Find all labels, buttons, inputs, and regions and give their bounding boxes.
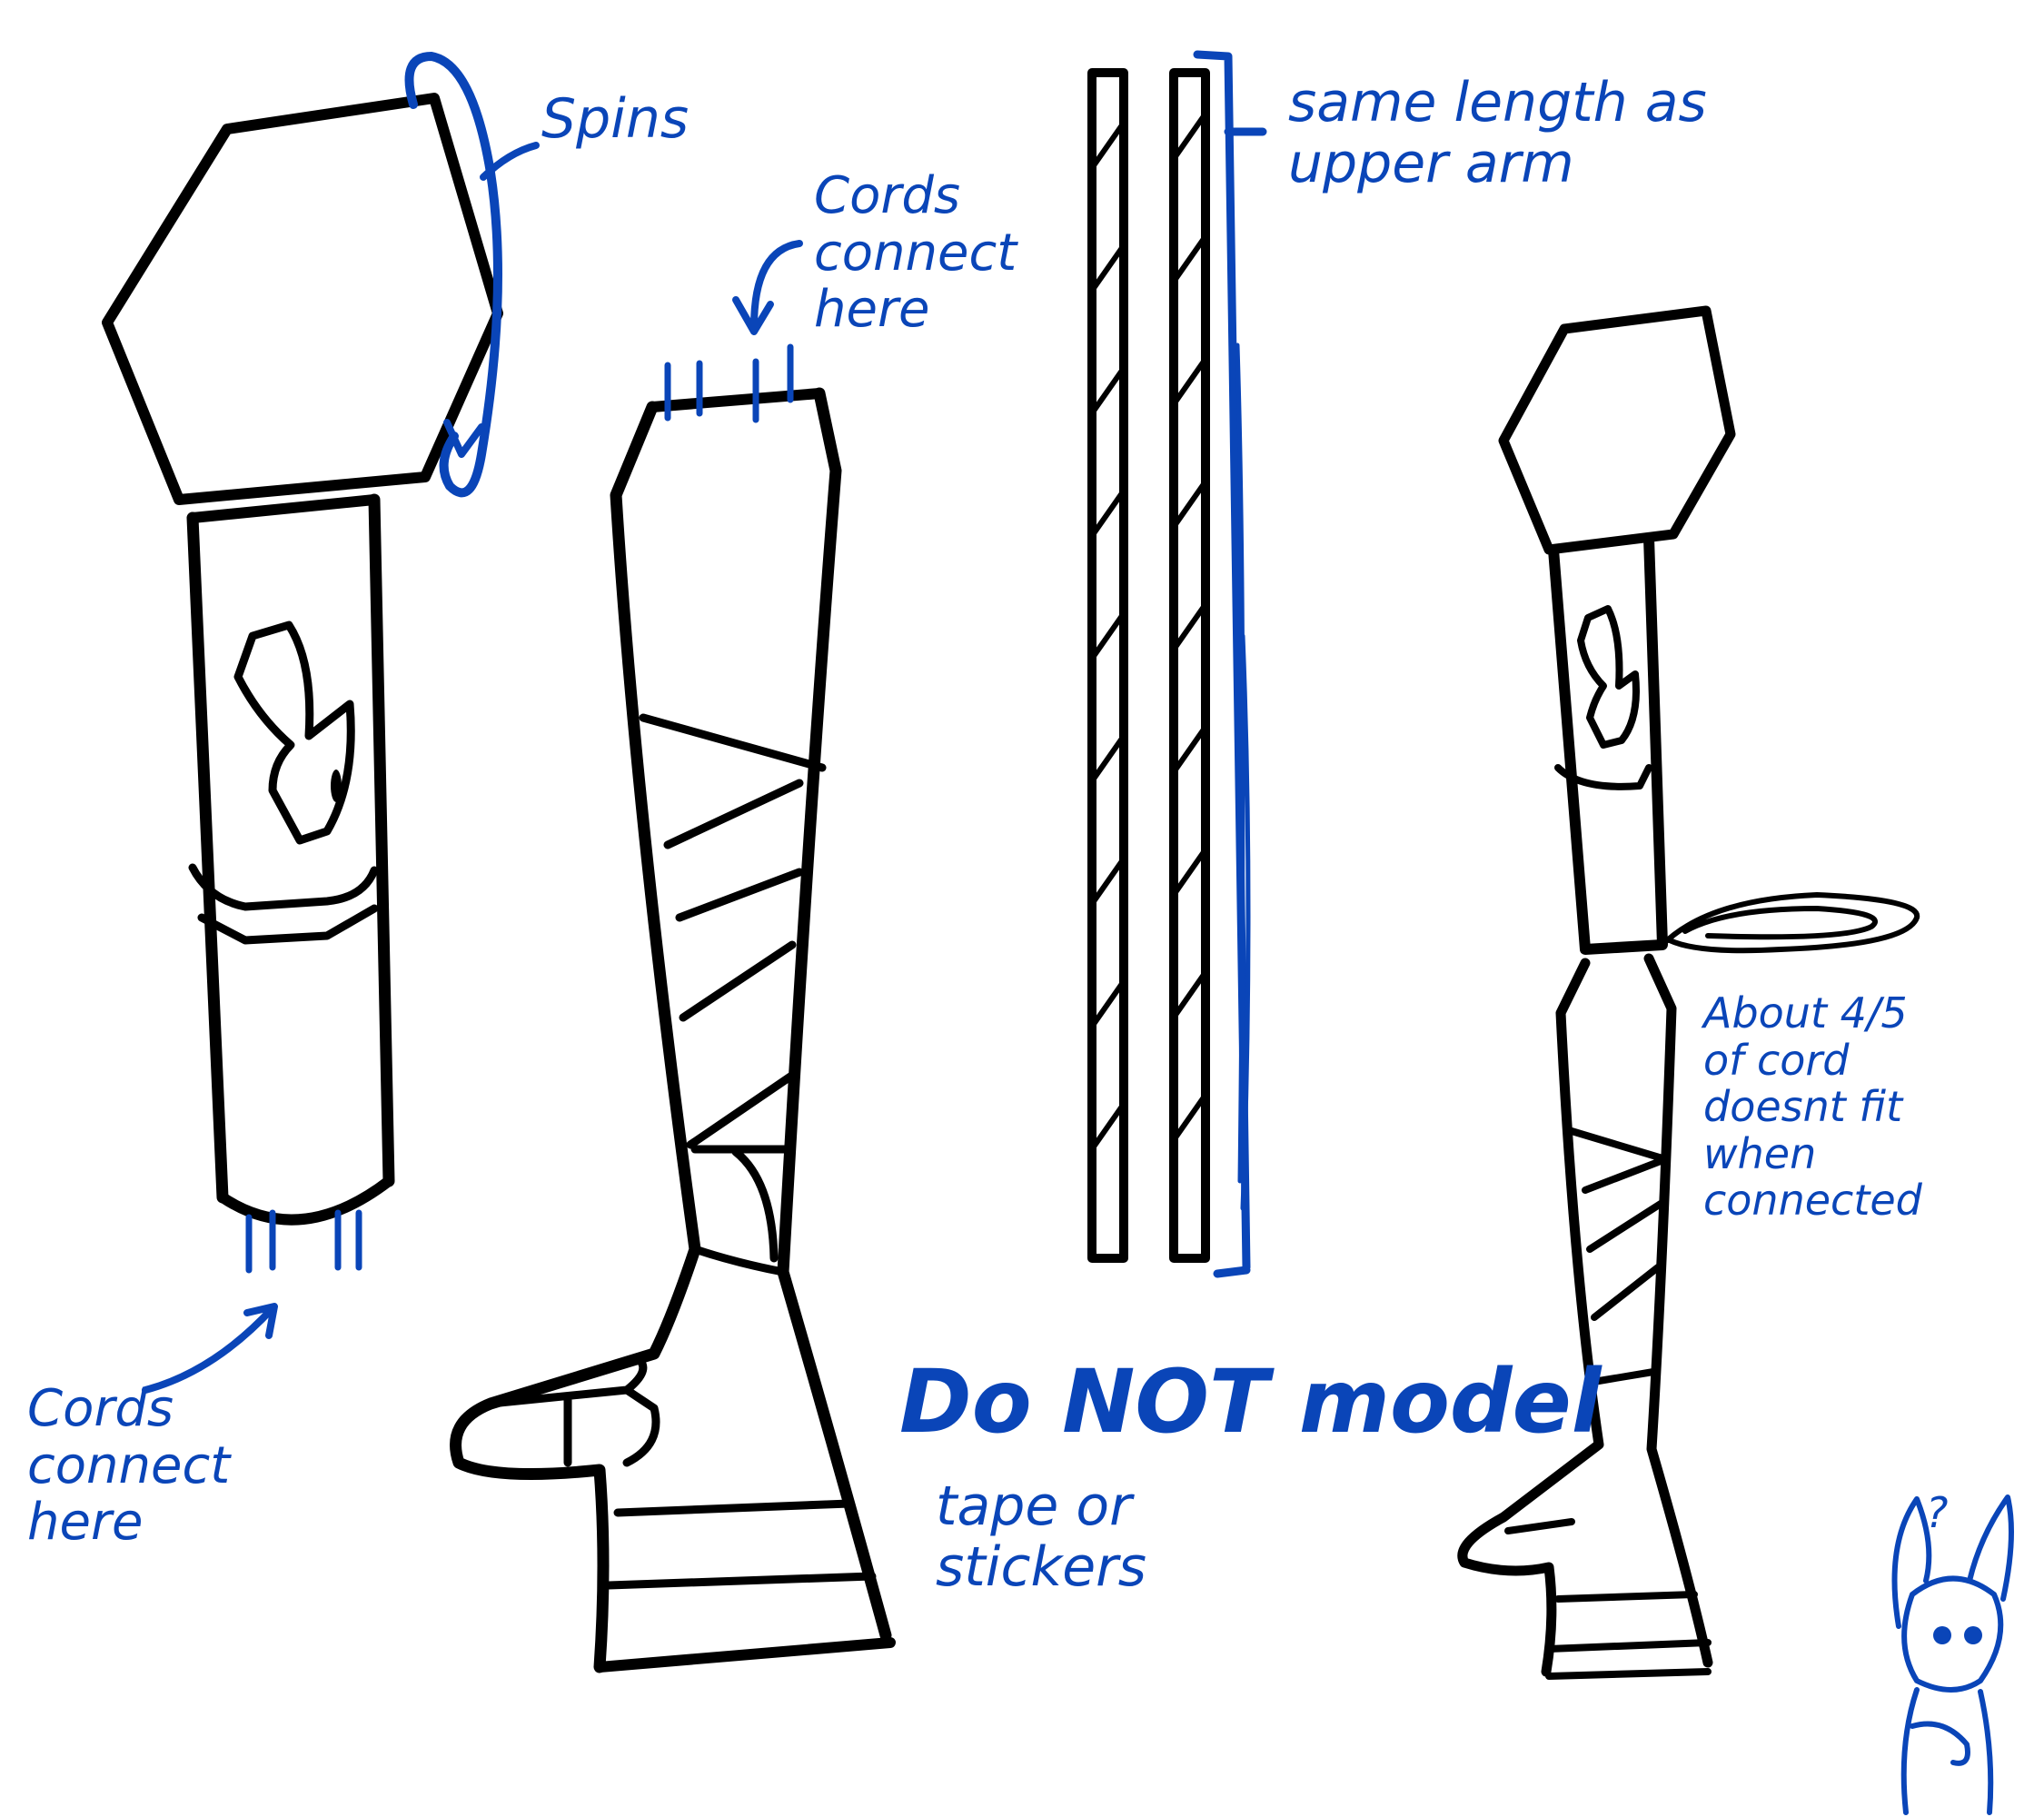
- character-eye-left: [1933, 1626, 1951, 1644]
- lower-arm-outline-left: [456, 407, 695, 1667]
- lower-arm-top: [652, 393, 819, 407]
- upper-arm-shaft-top: [193, 500, 374, 518]
- same-length-label: same length as upper arm: [1288, 73, 1707, 194]
- upper-arm-drawing: [107, 98, 498, 1220]
- lower-arm-wrist-joint: [695, 1152, 783, 1272]
- upper-arm-bunny-eye: [331, 769, 342, 802]
- upper-arm-joint-band: [193, 868, 374, 940]
- upper-arm-bunny-sticker: [238, 625, 351, 840]
- cord-bar-1: [1092, 73, 1124, 1258]
- cord-marks-upper-arm: [145, 1213, 359, 1390]
- spin-arrow: [410, 56, 537, 492]
- confused-character-doodle: [1895, 1497, 2012, 1812]
- cords-top-arrow: [736, 243, 799, 332]
- spin-arrow-head: [447, 422, 481, 454]
- upper-arm-shaft-right: [374, 500, 389, 1181]
- spins-label: Spins: [541, 89, 689, 150]
- assembled-lower-shaft: [1463, 958, 1708, 1672]
- about-four-fifths-label: About 4/5 of cord doesnt fit when connec…: [1703, 990, 2044, 1225]
- upper-arm-shaft-left: [193, 518, 223, 1197]
- cord-bar-2: [1174, 73, 1206, 1258]
- assembled-loose-cord-loop: [1662, 895, 1917, 950]
- confused-question-mark: ?: [1926, 1490, 1948, 1537]
- upper-arm-hexagon-head: [107, 98, 498, 500]
- do-not-model-label: Do NOT model: [899, 1354, 1602, 1452]
- lower-arm-drawing: [456, 393, 890, 1667]
- cords-connect-bottom-label: Cords connect here: [27, 1381, 230, 1552]
- upper-arm-bottom-curve: [223, 1181, 389, 1220]
- cords-bottom-arrow: [145, 1306, 274, 1390]
- tape-or-stickers-label: tape or stickers: [936, 1476, 1146, 1598]
- character-eye-right: [1964, 1626, 1982, 1644]
- lower-arm-bottom: [600, 1643, 890, 1667]
- cords-connect-top-label: Cords connect here: [814, 168, 1017, 339]
- lower-arm-hand-stripes: [609, 1504, 872, 1585]
- assembled-hexagon-head: [1503, 311, 1731, 550]
- lower-arm-outline-right: [783, 393, 886, 1635]
